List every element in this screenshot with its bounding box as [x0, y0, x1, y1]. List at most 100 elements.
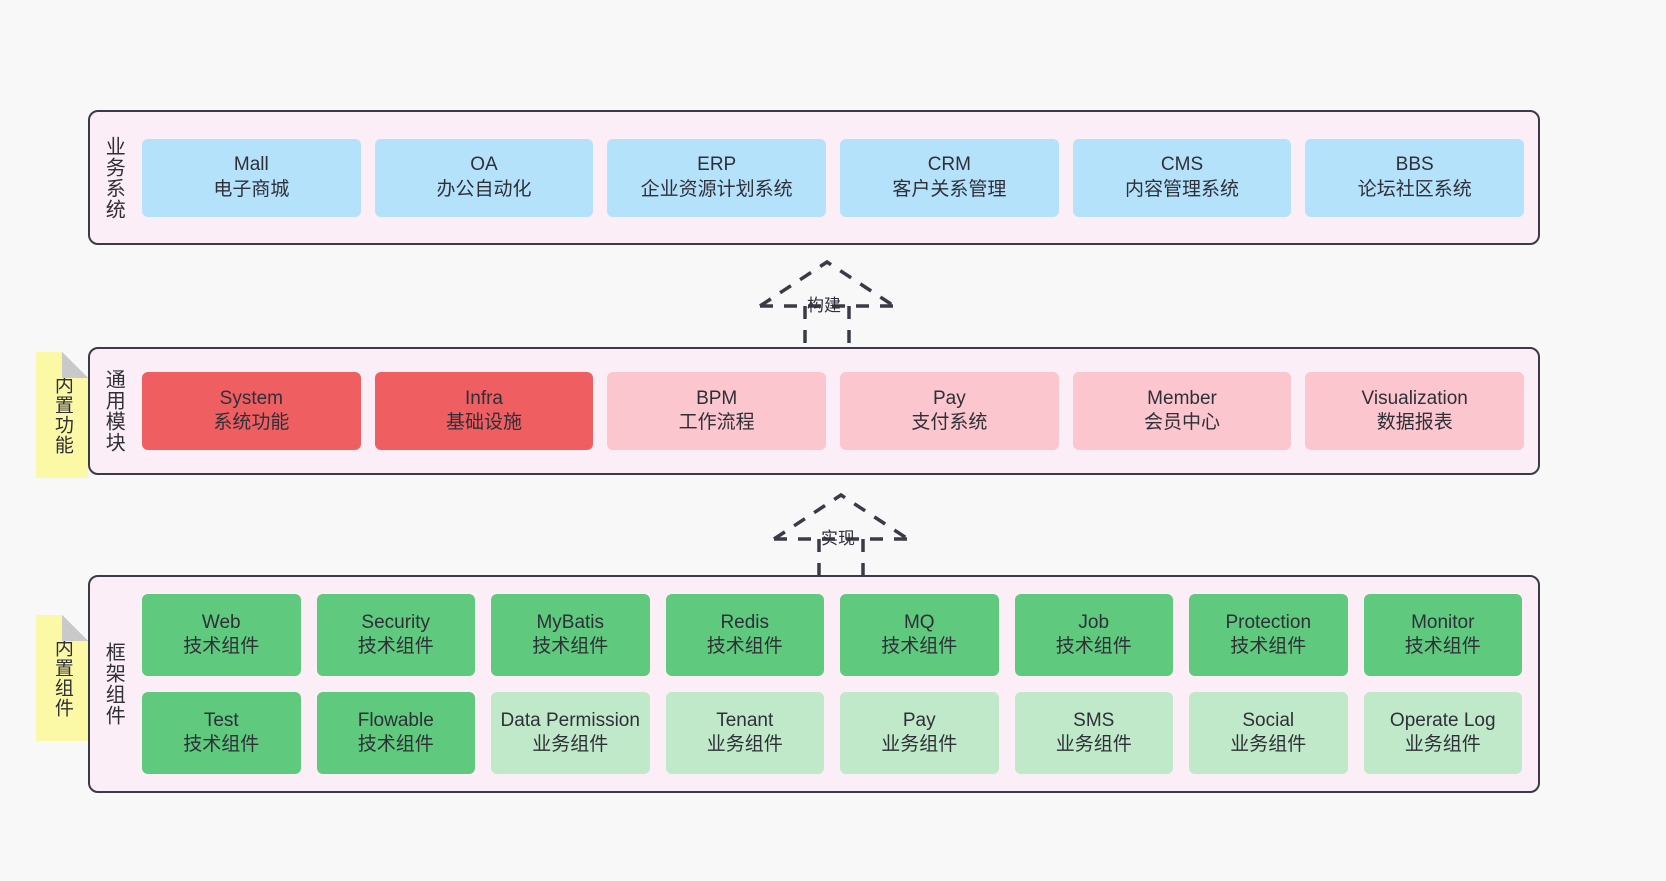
module-card-title: SMS [1073, 709, 1115, 731]
module-card[interactable]: Web 技术组件 [142, 594, 301, 676]
module-card-title: Pay [902, 709, 936, 731]
module-card[interactable]: Job 技术组件 [1014, 594, 1173, 676]
module-card-title: Infra [464, 387, 504, 409]
module-card-subtitle: 业务组件 [1404, 734, 1481, 755]
module-card-title: MyBatis [536, 611, 605, 633]
module-card[interactable]: Protection 技术组件 [1189, 594, 1348, 676]
module-card[interactable]: Security 技术组件 [316, 594, 475, 676]
module-card-title: Social [1242, 709, 1295, 731]
module-card-subtitle: 客户关系管理 [892, 178, 1007, 200]
layer-framework-components-label: 框架组件 [102, 642, 125, 726]
module-card-subtitle: 业务组件 [1230, 734, 1307, 755]
module-card-subtitle: 数据报表 [1376, 412, 1453, 433]
module-card[interactable]: Pay 支付系统 [840, 372, 1059, 450]
module-card-title: Web [201, 611, 241, 633]
module-card[interactable]: Member 会员中心 [1072, 372, 1292, 450]
module-card-title: Mall [233, 154, 269, 176]
module-card-title: BPM [696, 387, 738, 409]
module-card-title: Tenant [716, 709, 774, 731]
module-card-subtitle: 办公自动化 [436, 178, 532, 200]
module-card-title: Flowable [357, 709, 434, 731]
module-card[interactable]: Infra 基础设施 [374, 372, 594, 450]
module-card-subtitle: 技术组件 [706, 636, 783, 657]
arrowhead-build [759, 259, 895, 308]
module-card-title: CMS [1160, 154, 1204, 176]
module-card-subtitle: 会员中心 [1144, 412, 1221, 433]
sticky-note-builtin-components-label: 内置组件 [51, 638, 73, 718]
module-card-subtitle: 工作流程 [678, 412, 755, 433]
module-card[interactable]: Social 业务组件 [1189, 692, 1348, 774]
module-card[interactable]: Operate Log 业务组件 [1363, 692, 1522, 774]
arrowhead-implement [773, 492, 909, 541]
module-card-subtitle: 业务组件 [706, 734, 783, 755]
module-card-subtitle: 内容管理系统 [1125, 178, 1240, 200]
module-card[interactable]: BPM 工作流程 [607, 372, 827, 450]
module-card-title: OA [470, 154, 498, 176]
module-card-title: MQ [903, 611, 935, 633]
module-card[interactable]: Tenant 业务组件 [665, 692, 824, 774]
module-card-subtitle: 企业资源计划系统 [640, 178, 793, 200]
module-card[interactable]: MQ 技术组件 [840, 594, 999, 676]
module-card-subtitle: 技术组件 [357, 636, 434, 657]
layer-business-systems-label: 业务系统 [102, 135, 125, 220]
connector-build-label: 构建 [807, 296, 841, 315]
module-card-title: CRM [927, 154, 971, 176]
sticky-note-builtin-functions: 内置功能 [36, 352, 88, 478]
module-card-subtitle: 电子商城 [213, 178, 290, 200]
module-card-title: Visualization [1361, 387, 1468, 409]
module-card[interactable]: Data Permission 业务组件 [491, 692, 650, 774]
module-card[interactable]: Flowable 技术组件 [316, 692, 475, 774]
module-card-title: Operate Log [1389, 709, 1496, 731]
module-card[interactable]: SMS 业务组件 [1014, 692, 1173, 774]
module-card[interactable]: Test 技术组件 [142, 692, 301, 774]
module-card[interactable]: Monitor 技术组件 [1363, 594, 1522, 676]
module-card-subtitle: 业务组件 [532, 734, 609, 755]
connector-implement-label: 实现 [821, 529, 855, 548]
sticky-note-builtin-components: 内置组件 [36, 615, 88, 741]
module-card-subtitle: 技术组件 [532, 636, 609, 657]
module-card-title: BBS [1395, 154, 1434, 176]
module-card-subtitle: 业务组件 [1055, 734, 1132, 755]
module-card[interactable]: Visualization 数据报表 [1305, 372, 1525, 450]
module-card-title: Monitor [1411, 611, 1475, 633]
module-card[interactable]: MyBatis 技术组件 [491, 594, 650, 676]
module-card-subtitle: 技术组件 [183, 734, 260, 755]
module-card-subtitle: 技术组件 [881, 636, 958, 657]
module-card-title: Pay [932, 387, 966, 409]
module-card-title: Data Permission [500, 709, 640, 731]
module-card-title: Security [361, 611, 431, 633]
module-card-title: Member [1147, 387, 1217, 409]
module-card-subtitle: 技术组件 [357, 734, 434, 755]
sticky-note-builtin-functions-label: 内置功能 [51, 375, 73, 455]
module-card-subtitle: 支付系统 [911, 412, 988, 433]
layer-common-modules-label: 通用模块 [102, 369, 125, 453]
module-card-title: Job [1078, 611, 1110, 633]
module-card-title: Test [203, 709, 239, 731]
module-card-title: Protection [1225, 611, 1312, 633]
module-card-title: ERP [697, 154, 737, 176]
module-card-subtitle: 技术组件 [183, 636, 260, 657]
module-card-subtitle: 论坛社区系统 [1357, 178, 1472, 200]
module-card-subtitle: 基础设施 [446, 412, 523, 433]
connector-build: 构建 [757, 258, 897, 344]
module-card-subtitle: 技术组件 [1230, 636, 1307, 657]
module-card-subtitle: 系统功能 [213, 412, 290, 433]
module-card-subtitle: 技术组件 [1404, 636, 1481, 657]
module-card-subtitle: 技术组件 [1055, 636, 1132, 657]
